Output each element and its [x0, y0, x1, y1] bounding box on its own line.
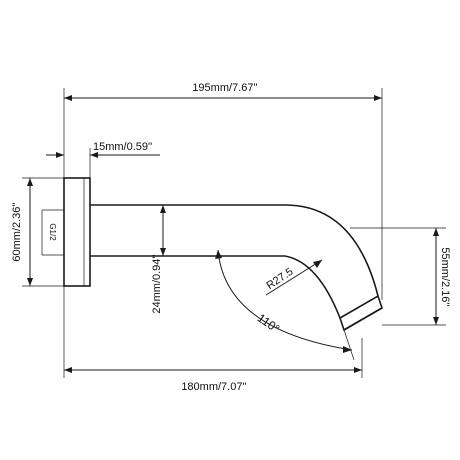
projection-label: 180mm/7.07'': [181, 381, 246, 393]
dim-projection: 180mm/7.07'': [63, 286, 363, 393]
pipe-diameter-label: 24mm/0.94'': [151, 254, 163, 313]
overall-length-label: 195mm/7.67'': [192, 82, 257, 94]
thread-stub: G1/2: [41, 209, 64, 256]
flange-height-label: 60mm/2.36'': [11, 202, 23, 261]
bend-angle-label: 110°: [255, 311, 283, 336]
flange-thickness-label: 15mm/0.59'': [93, 141, 152, 153]
spout-outline: [63, 177, 383, 332]
dim-overall-length: 195mm/7.67'': [63, 82, 383, 300]
dim-flange-thickness: 15mm/0.59'': [46, 141, 160, 178]
dim-outlet-drop: 55mm/2.16'': [350, 227, 451, 326]
outlet-face: [343, 307, 383, 331]
thread-label: G1/2: [48, 223, 57, 241]
spout-outlet-tip: [339, 294, 383, 332]
spout-bottom-edge: [90, 255, 341, 319]
dim-bend-angle: 110°: [215, 249, 355, 361]
dim-flange-height: 60mm/2.36'': [11, 177, 64, 287]
wall-flange: [63, 177, 91, 287]
spout-top-edge: [90, 204, 379, 297]
dim-pipe-diameter: 24mm/0.94'': [151, 205, 166, 314]
outlet-drop-label: 55mm/2.16'': [439, 247, 451, 306]
dim-bend-radius: R27.5: [264, 259, 323, 296]
